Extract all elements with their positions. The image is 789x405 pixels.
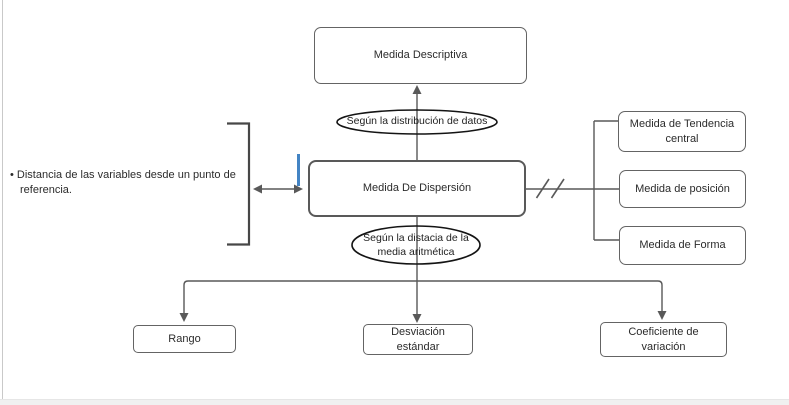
node-medida-posicion[interactable]: Medida de posición [619, 170, 746, 208]
node-medida-posicion-label: Medida de posición [635, 182, 730, 195]
node-medida-tendencia-central[interactable]: Medida de Tendencia central [618, 111, 746, 152]
connector-label-bottom-text: Según la distacia de la media aritmética [363, 232, 469, 258]
node-medida-forma-label: Medida de Forma [639, 239, 726, 252]
ellipse-top-label-outline [336, 109, 498, 135]
node-coeficiente-variacion-label: Coeficiente de variación [628, 326, 699, 353]
arrowhead-down-rango [179, 313, 189, 322]
break-slash-1 [535, 178, 550, 199]
arrowhead-left-double-arrow [253, 184, 262, 194]
node-rango-label: Rango [168, 332, 201, 345]
arrowhead-up-descriptiva [412, 85, 422, 94]
arrowheads [179, 85, 667, 323]
connector-label-top-text: Según la distribución de datos [346, 115, 488, 128]
connector-lines [183, 94, 663, 315]
left-bracket-shape [227, 122, 251, 246]
node-medida-forma[interactable]: Medida de Forma [619, 226, 746, 265]
node-rango[interactable]: Rango [133, 325, 236, 353]
note-distancia-variables[interactable]: • Distancia de las variables desde un pu… [10, 169, 236, 197]
branch-rail-bottom [183, 280, 663, 315]
page-bottom-strip [0, 399, 789, 405]
node-medida-descriptiva-label: Medida Descriptiva [373, 49, 468, 62]
arrowhead-down-desviacion [412, 314, 422, 323]
page-left-edge-line [2, 0, 3, 400]
connector-label-bottom[interactable]: Según la distacia de la media aritmética [352, 228, 480, 263]
node-desviacion-estandar-label: Desviación estándar [391, 326, 445, 353]
arrowhead-right-double-arrow [294, 184, 303, 194]
connector-label-top[interactable]: Según la distribución de datos [340, 112, 494, 132]
node-desviacion-estandar[interactable]: Desviación estándar [363, 324, 473, 355]
node-medida-descriptiva[interactable]: Medida Descriptiva [314, 27, 527, 84]
node-medida-de-dispersion[interactable]: Medida De Dispersión [308, 160, 526, 217]
node-medida-de-dispersion-label: Medida De Dispersión [362, 182, 472, 195]
break-slash-2 [550, 178, 565, 199]
ellipse-bottom-label-outline [351, 225, 481, 265]
node-coeficiente-variacion[interactable]: Coeficiente de variación [600, 322, 727, 357]
node-medida-tendencia-central-label: Medida de Tendencia central [629, 118, 735, 145]
arrowhead-down-coeficiente [657, 311, 667, 320]
